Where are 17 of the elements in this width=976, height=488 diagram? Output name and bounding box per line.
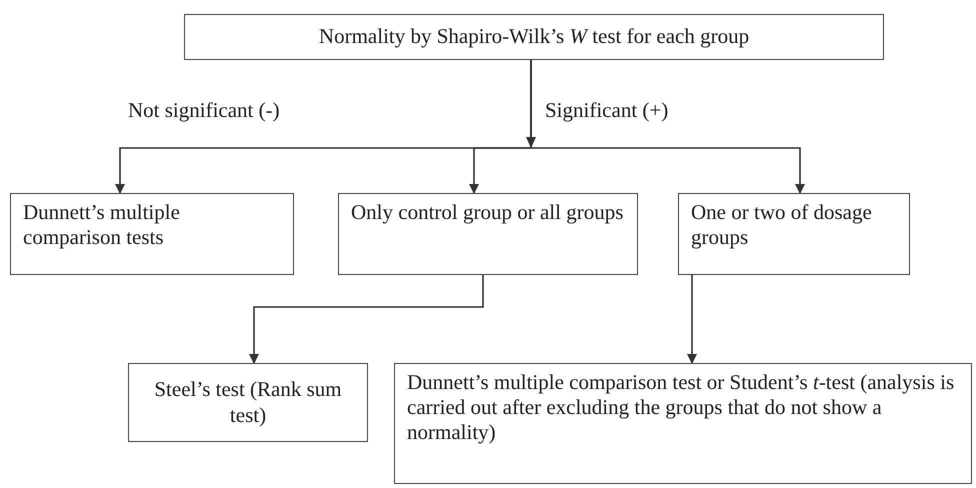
process-box bbox=[394, 363, 972, 484]
process-box bbox=[184, 14, 884, 60]
box-text: Normality by Shapiro-Wilk’s W test for each group bbox=[318, 24, 750, 50]
box-text: One or two of dosage groups bbox=[691, 200, 873, 250]
process-box bbox=[128, 363, 368, 442]
box-text: Only control group or all groups bbox=[351, 200, 624, 226]
box-text: Steel’s test (Rank sum test) bbox=[153, 377, 343, 428]
arrow bbox=[530, 60, 805, 194]
box-text: Dunnett’s multiple comparison tests bbox=[23, 200, 181, 250]
box-text: Dunnett’s multiple comparison test or Student’s t-test (analysis is carried out after excluding the groups that do not show a normality) bbox=[407, 370, 956, 446]
process-box bbox=[10, 193, 294, 275]
process-box bbox=[678, 193, 910, 275]
arrow bbox=[249, 275, 484, 364]
branch-label: Not significant (-) bbox=[128, 98, 280, 123]
process-box bbox=[338, 193, 638, 275]
arrow bbox=[687, 275, 697, 364]
branch-label: Significant (+) bbox=[545, 98, 668, 123]
